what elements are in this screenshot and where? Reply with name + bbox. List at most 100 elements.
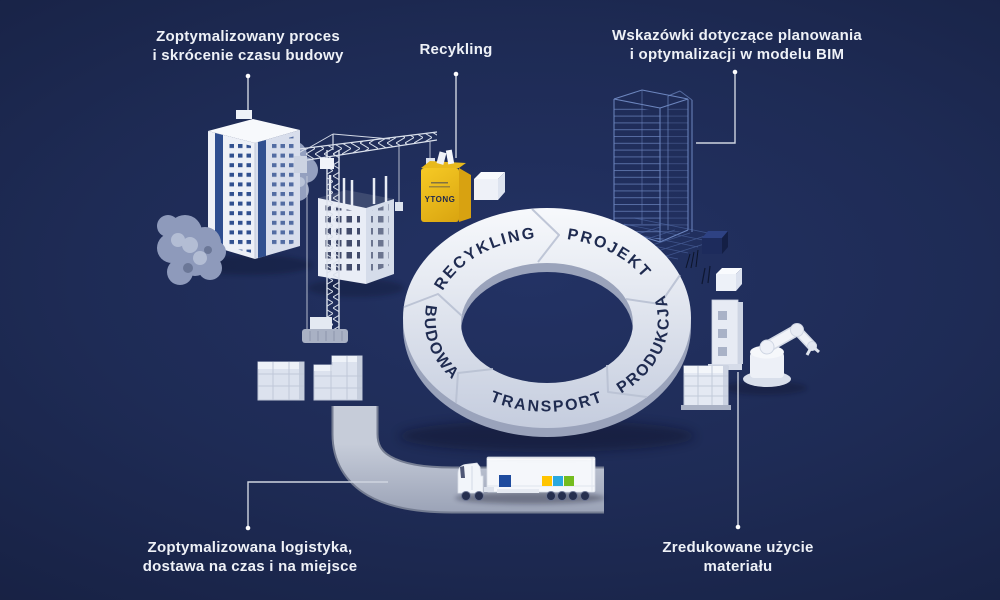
ring-segment-dividers-part: [625, 274, 681, 305]
pallet-stacks-illustration-part: [357, 356, 362, 400]
road-illustration-part: [333, 406, 604, 512]
robot-arm-illustration-part: [684, 366, 728, 373]
recycling-bag-illustration-part: [429, 186, 450, 188]
callout-logistics-line1: Zoptymalizowana logistyka,: [147, 539, 353, 556]
callout-leader-lines-part: [735, 524, 741, 530]
road-illustration: [331, 406, 604, 514]
truck-windshield: [460, 466, 465, 478]
material-cube: [716, 274, 736, 291]
pallet-stacks-illustration-part: [258, 362, 304, 369]
ytong-bag-brand-text: YTONG: [425, 195, 456, 204]
truck-illustration-part: [497, 489, 539, 493]
leader-logistics: [247, 481, 388, 528]
recycling-bag-illustration-part: [431, 182, 448, 184]
crane-counterweight: [294, 156, 307, 173]
window-grid-left: [228, 140, 252, 253]
truck-wheels-part: [546, 491, 556, 501]
robot-arm-illustration-part: [707, 265, 711, 284]
ring-segment-dividers-part: [403, 293, 463, 317]
robot-arm-illustration-part: [701, 267, 706, 285]
truck-wheels-part: [461, 491, 471, 501]
glass-strip-left: [215, 133, 223, 249]
truck-illustration: [455, 456, 605, 504]
bim-wireframe-illustration-part: [667, 90, 681, 97]
crane-crawler-base: [302, 329, 348, 343]
navy-cube-illustration-part: [702, 231, 728, 238]
recycling-bag-illustration-part: [459, 168, 471, 222]
tree-front: [157, 215, 226, 285]
ring-segment-dividers-part: [606, 364, 648, 398]
pallet-stacks-illustration-part: [313, 355, 363, 401]
robot-arm-illustration-part: [723, 381, 807, 395]
callout-material-line2: materiału: [703, 558, 773, 575]
ytong-bag-front: [421, 168, 459, 222]
navy-cube-illustration-part: [702, 238, 722, 254]
callout-leader-lines-part: [732, 69, 738, 75]
recycling-bag-illustration-part: [498, 172, 505, 200]
robot-arm-illustration-part: [718, 347, 727, 356]
callout-recycling: Recykling: [391, 40, 521, 59]
callout-bim-line2: i optymalizacji w modelu BIM: [629, 46, 845, 63]
lifecycle-ring: RECYKLING PROJEKT PRODUKCJA TRANSPORT BU…: [399, 208, 695, 452]
callout-leader-lines-part: [245, 525, 251, 531]
callout-recycling-line1: Recykling: [419, 41, 493, 58]
bim-wireframe-illustration-part: [614, 103, 660, 240]
robot-arm-illustration-part: [736, 268, 742, 291]
crane-hook: [395, 202, 403, 211]
completed-building-illustration-part: [236, 110, 252, 119]
tree-front-part: [171, 233, 185, 247]
tree-front-part: [182, 237, 198, 253]
recycling-bag-illustration-part: [474, 172, 505, 179]
truck-wheels-part: [568, 491, 578, 501]
recycling-bag-illustration-part: [421, 161, 466, 168]
callout-leader-lines: [245, 69, 741, 531]
white-block-cube: [474, 179, 498, 200]
robot-arm-illustration-part: [716, 268, 742, 274]
bim-wireframe-illustration-part: [659, 98, 689, 109]
bim-wireframe-illustration-part: [613, 89, 643, 100]
logo-square-green: [564, 476, 574, 486]
window-grid-right: [271, 136, 295, 250]
ring-body: [403, 208, 691, 428]
robot-arm-illustration: [681, 265, 820, 410]
bim-wireframe-illustration-part: [660, 103, 688, 240]
completed-building-illustration-part: [208, 119, 300, 143]
callout-bim-line1: Wskazówki dotyczące planowania: [611, 27, 863, 44]
tower-crane-illustration-part: [304, 133, 334, 151]
robot-arm-illustration-part: [759, 339, 775, 355]
bim-wireframe-illustration-part: [641, 89, 689, 100]
pallet-stacks-illustration: [257, 355, 363, 401]
callout-material-line1: Zredukowane użycie: [662, 539, 814, 556]
tower-crane-illustration-part: [310, 317, 332, 330]
tower-crane-illustration: [294, 131, 438, 343]
tower-crane-illustration-part: [300, 139, 438, 162]
recycling-bag-illustration-part: [436, 151, 447, 165]
navy-cube-illustration-part: [685, 249, 699, 269]
tower-crane-illustration-part: [327, 150, 339, 336]
leader-bim: [696, 72, 736, 144]
truck-wheels-part: [580, 491, 590, 501]
tree-front-part: [157, 215, 179, 237]
pallet-stacks-illustration-part: [299, 362, 304, 400]
robot-arm-illustration-part: [718, 311, 727, 320]
tower-crane-illustration-part: [332, 133, 391, 140]
tree-front-part: [204, 246, 212, 254]
tower-crane-illustration-part: [426, 158, 435, 164]
logo-square-navy: [499, 475, 511, 487]
callout-process-line2: i skrócenie czasu budowy: [152, 47, 344, 64]
navy-cube-illustration-part-part: [685, 253, 691, 269]
bim-wireframe-illustration-part: [679, 90, 693, 101]
bim-wireframe-illustration-part: [613, 98, 661, 109]
tower-crane-illustration-part: [309, 331, 343, 341]
robot-arm-illustration-part: [681, 405, 731, 410]
tree-front-part: [193, 251, 207, 265]
completed-building-illustration: [157, 110, 318, 285]
ring-segment-dividers-part: [455, 368, 494, 404]
navy-cube-illustration-part-part: [695, 249, 699, 268]
tower-crane-illustration-part: [298, 131, 438, 150]
navy-cube-illustration-part-part: [690, 251, 695, 269]
callout-material: Zredukowane użycie materiału: [578, 538, 898, 576]
recycling-bag-illustration-part: [445, 149, 455, 165]
